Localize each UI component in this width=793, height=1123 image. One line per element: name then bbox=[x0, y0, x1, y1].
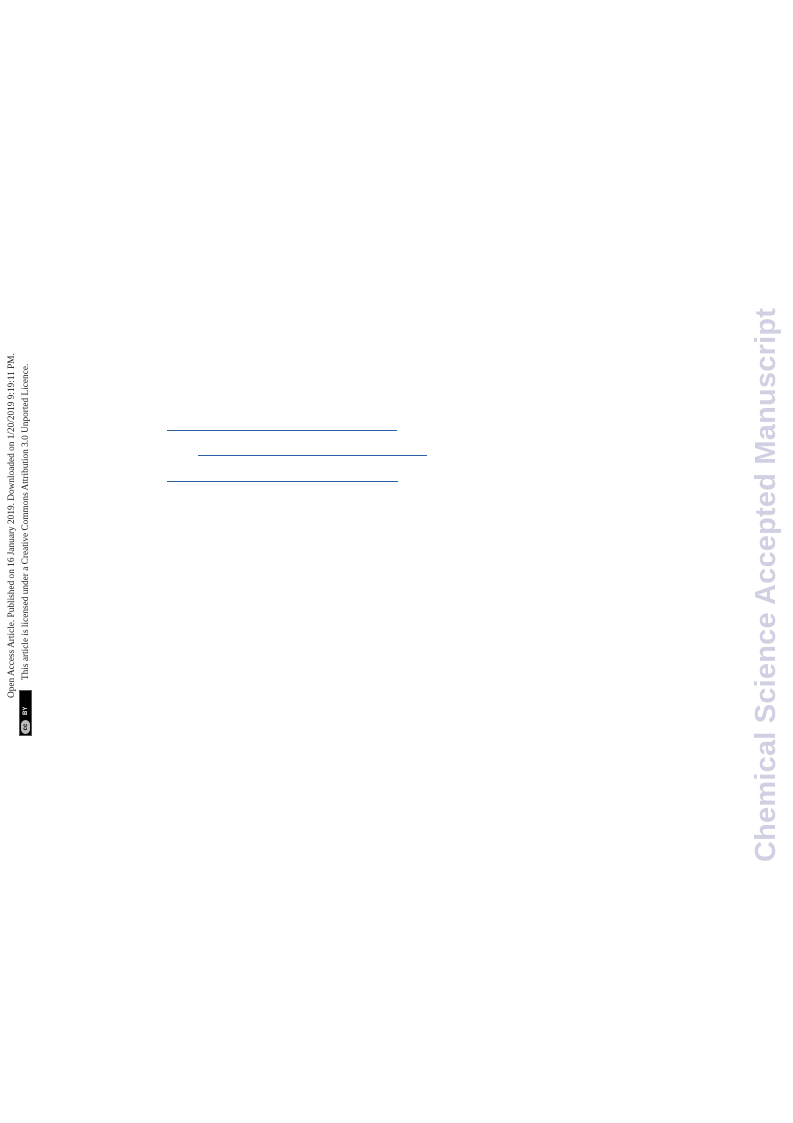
open-access-publication-line: Open Access Article. Published on 16 Jan… bbox=[7, 353, 17, 698]
license-text[interactable]: This article is licensed under a Creativ… bbox=[21, 363, 31, 680]
watermark-text: Chemical Science Accepted Manuscript bbox=[750, 307, 782, 862]
open-access-notice: Open Access Article. Published on 16 Jan… bbox=[6, 280, 38, 740]
open-access-notice-rotated: Open Access Article. Published on 16 Jan… bbox=[6, 278, 38, 738]
link-underline-1[interactable] bbox=[167, 430, 397, 431]
cc-by-license-badge[interactable]: cc BY bbox=[19, 690, 32, 736]
link-underline-2[interactable] bbox=[198, 455, 427, 456]
by-label: BY bbox=[22, 706, 29, 715]
accepted-manuscript-watermark: Chemical Science Accepted Manuscript bbox=[748, 258, 784, 868]
cc-icon: cc bbox=[20, 719, 31, 735]
license-line: cc BY This article is licensed under a C… bbox=[19, 363, 32, 736]
link-underline-3[interactable] bbox=[167, 481, 398, 482]
